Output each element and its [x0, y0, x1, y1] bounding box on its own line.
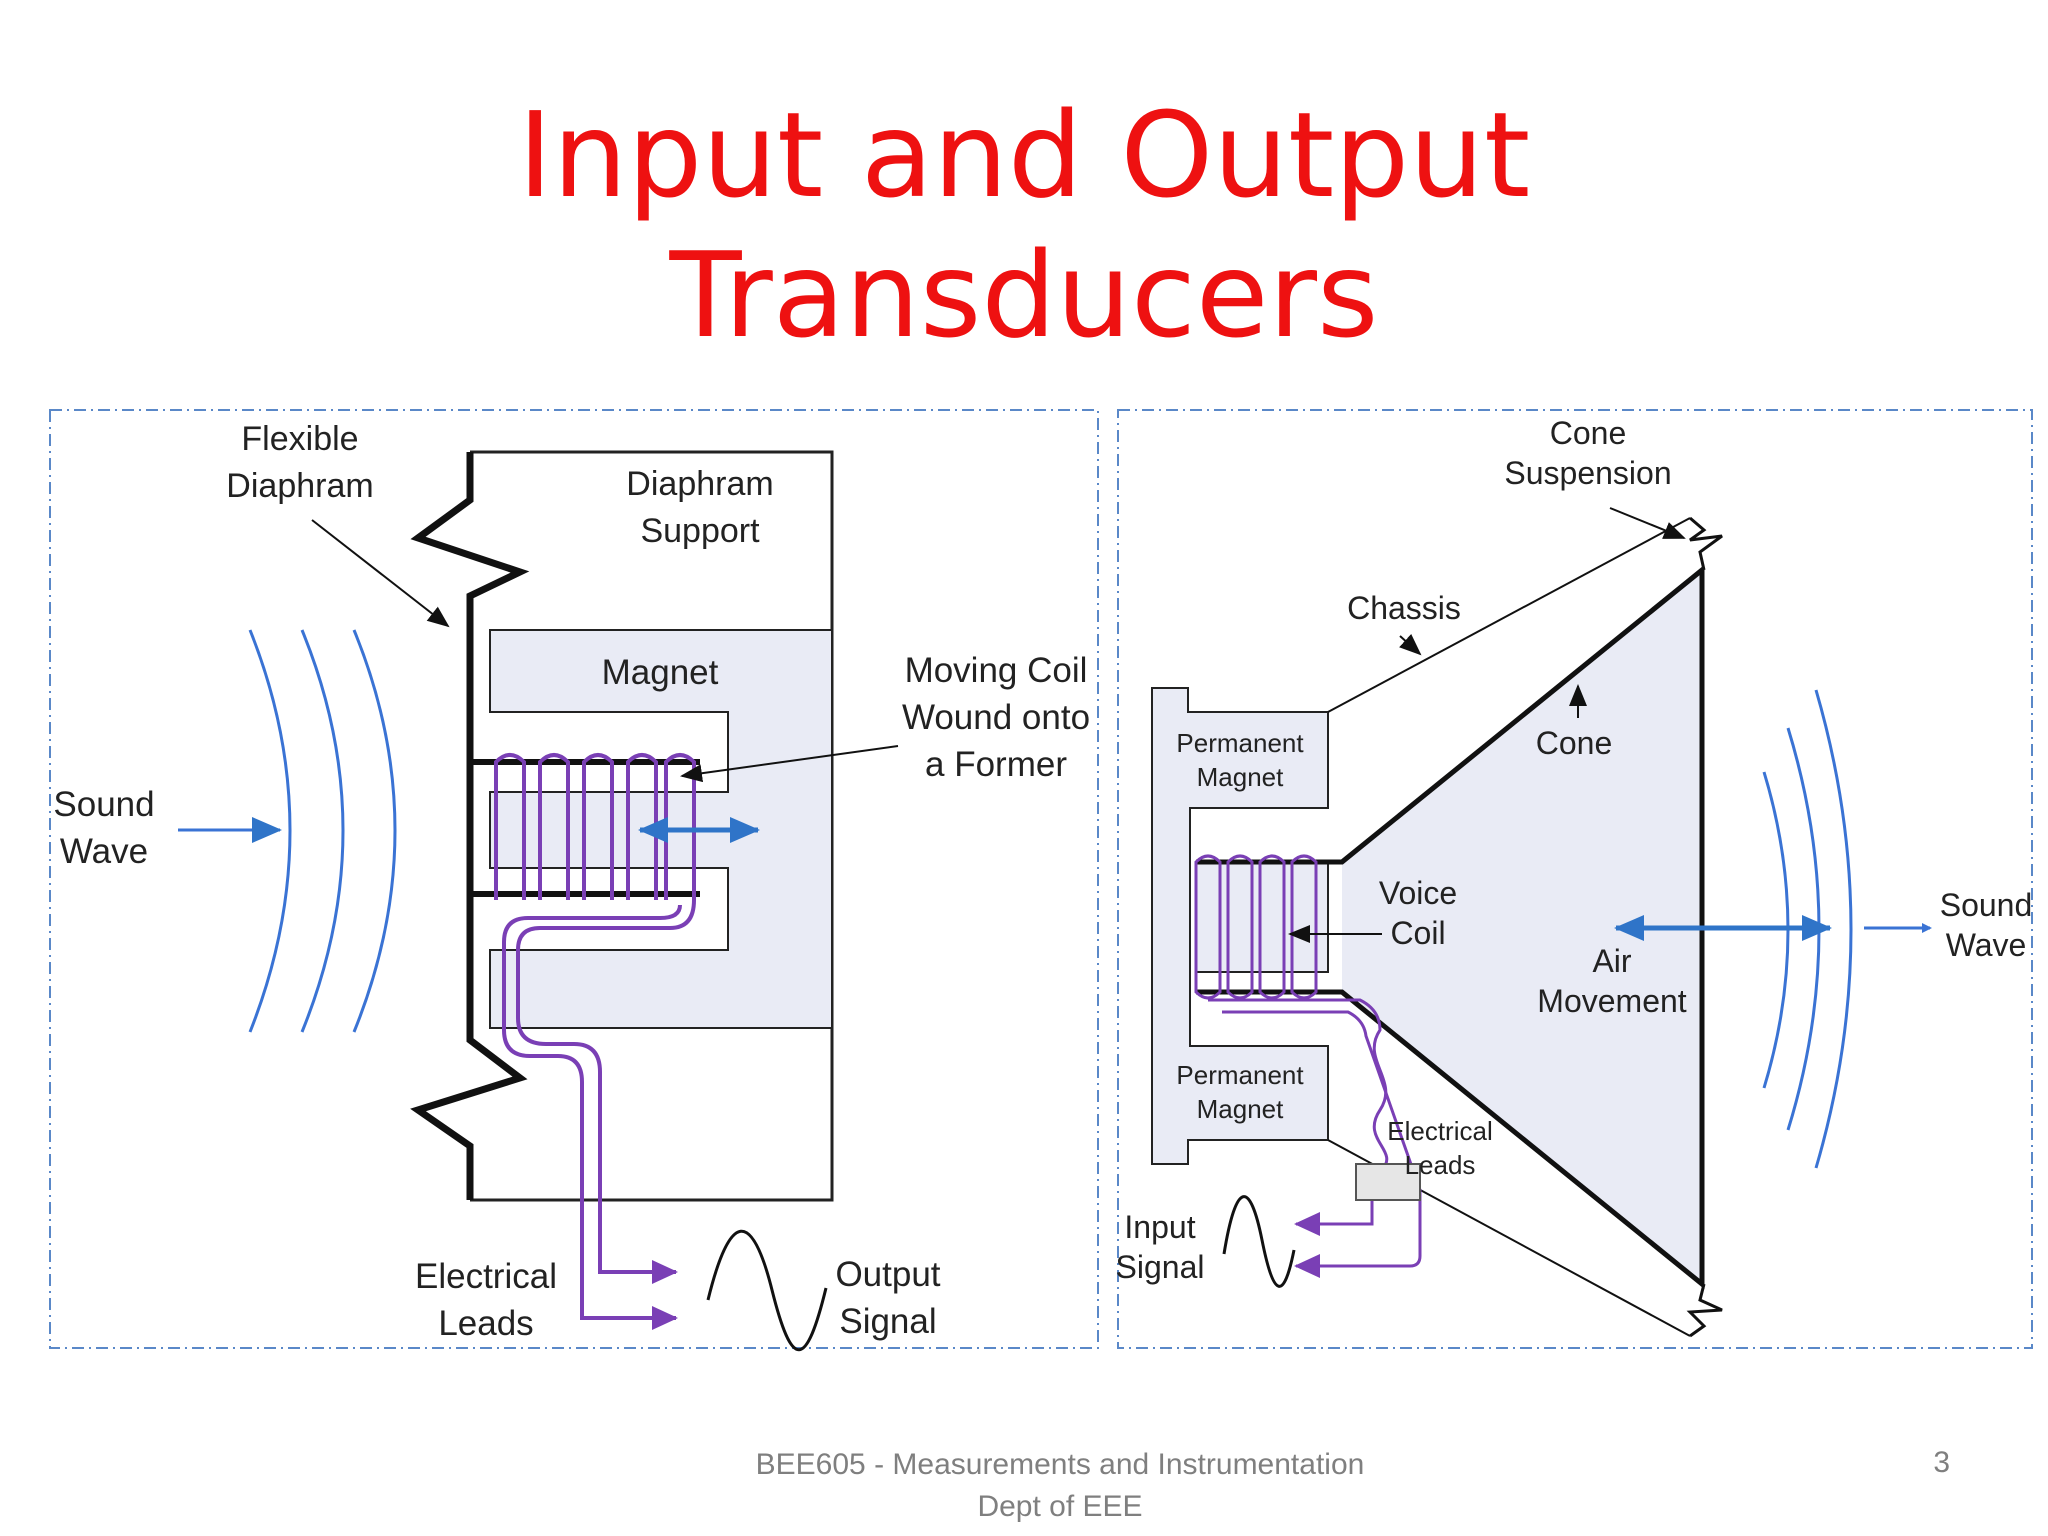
diaphram-support-label-1: Diaphram	[626, 465, 773, 503]
page-number: 3	[1933, 1446, 1950, 1479]
mic-sound-wave-label-1: Sound	[53, 785, 154, 824]
speaker-electrical-leads-label-1: Electrical	[1387, 1116, 1492, 1146]
voice-coil	[1194, 854, 1318, 1000]
output-signal-wave	[706, 1229, 828, 1352]
flexible-diaphram-label-2: Diaphram	[226, 467, 373, 505]
flexible-diaphram-label-1: Flexible	[241, 420, 358, 458]
speaker-sound-wave-label-2: Wave	[1946, 927, 2027, 963]
voice-coil-label-2: Coil	[1390, 915, 1445, 951]
input-signal-wave	[1222, 1195, 1296, 1288]
air-movement-label-1: Air	[1592, 943, 1631, 979]
microphone-sound-waves	[248, 629, 397, 1033]
output-signal-label-2: Signal	[839, 1302, 936, 1341]
permanent-magnet-bottom-label-1: Permanent	[1176, 1060, 1304, 1090]
permanent-magnet-top-label-2: Magnet	[1197, 762, 1284, 792]
slide-footer: BEE605 - Measurements and Instrumentatio…	[560, 1444, 1560, 1528]
title-line-1: Input and Output	[517, 86, 1531, 224]
mic-electrical-leads-label-1: Electrical	[415, 1257, 557, 1296]
cone-suspension-top	[1689, 516, 1723, 571]
voice-coil-label-1: Voice	[1379, 875, 1457, 911]
input-signal-label-1: Input	[1124, 1209, 1195, 1245]
chassis-label: Chassis	[1347, 590, 1461, 626]
microphone-panel: Flexible Diaphram Diaphram Support Magne…	[49, 409, 1099, 1352]
moving-coil	[494, 753, 696, 900]
moving-coil-label-3: a Former	[925, 745, 1067, 784]
speaker-frame	[1117, 409, 2033, 1349]
chassis-pointer	[1399, 633, 1422, 656]
cone-suspension-pointer	[1609, 507, 1686, 539]
cone-suspension-label-2: Suspension	[1504, 455, 1671, 491]
chassis-upper	[1327, 517, 1691, 713]
permanent-magnet-structure	[1151, 687, 1329, 1165]
output-signal-label-1: Output	[835, 1255, 940, 1294]
title-line-2: Transducers	[669, 226, 1379, 364]
cone-suspension-bottom	[1686, 1283, 1723, 1338]
speaker-electrical-leads-label-2: Leads	[1405, 1150, 1476, 1180]
footer-dept: Dept of EEE	[977, 1490, 1143, 1523]
cone-label: Cone	[1536, 725, 1613, 761]
footer-course: BEE605 - Measurements and Instrumentatio…	[755, 1448, 1365, 1481]
mic-sound-wave-label-2: Wave	[60, 832, 148, 871]
voice-coil-core	[1195, 861, 1329, 973]
microphone-frame	[49, 409, 1099, 1349]
diaphram-pointer	[311, 519, 450, 628]
mic-electrical-leads-label-2: Leads	[438, 1304, 533, 1343]
diaphram-support-label-2: Support	[640, 512, 760, 550]
speaker-panel: Cone Suspension Chassis Cone Permanent M…	[1116, 409, 2033, 1349]
permanent-magnet-bottom-label-2: Magnet	[1197, 1094, 1284, 1124]
moving-coil-label-2: Wound onto	[902, 698, 1090, 737]
slide-title: Input and Output Transducers	[0, 85, 2048, 365]
permanent-magnet-top-label-1: Permanent	[1176, 728, 1304, 758]
speaker-sound-wave-label-1: Sound	[1940, 887, 2033, 923]
cone-fill	[1342, 570, 1702, 1284]
lead-terminal	[1355, 1163, 1421, 1201]
input-signal-label-2: Signal	[1116, 1249, 1205, 1285]
coil-pointer	[680, 745, 899, 783]
air-movement-label-2: Movement	[1537, 983, 1687, 1019]
cone-suspension-label-1: Cone	[1550, 415, 1627, 451]
flexible-diaphram	[410, 452, 530, 1200]
microphone-electrical-leads	[502, 899, 696, 1330]
magnet-label: Magnet	[602, 653, 719, 692]
moving-coil-label-1: Moving Coil	[905, 651, 1088, 690]
